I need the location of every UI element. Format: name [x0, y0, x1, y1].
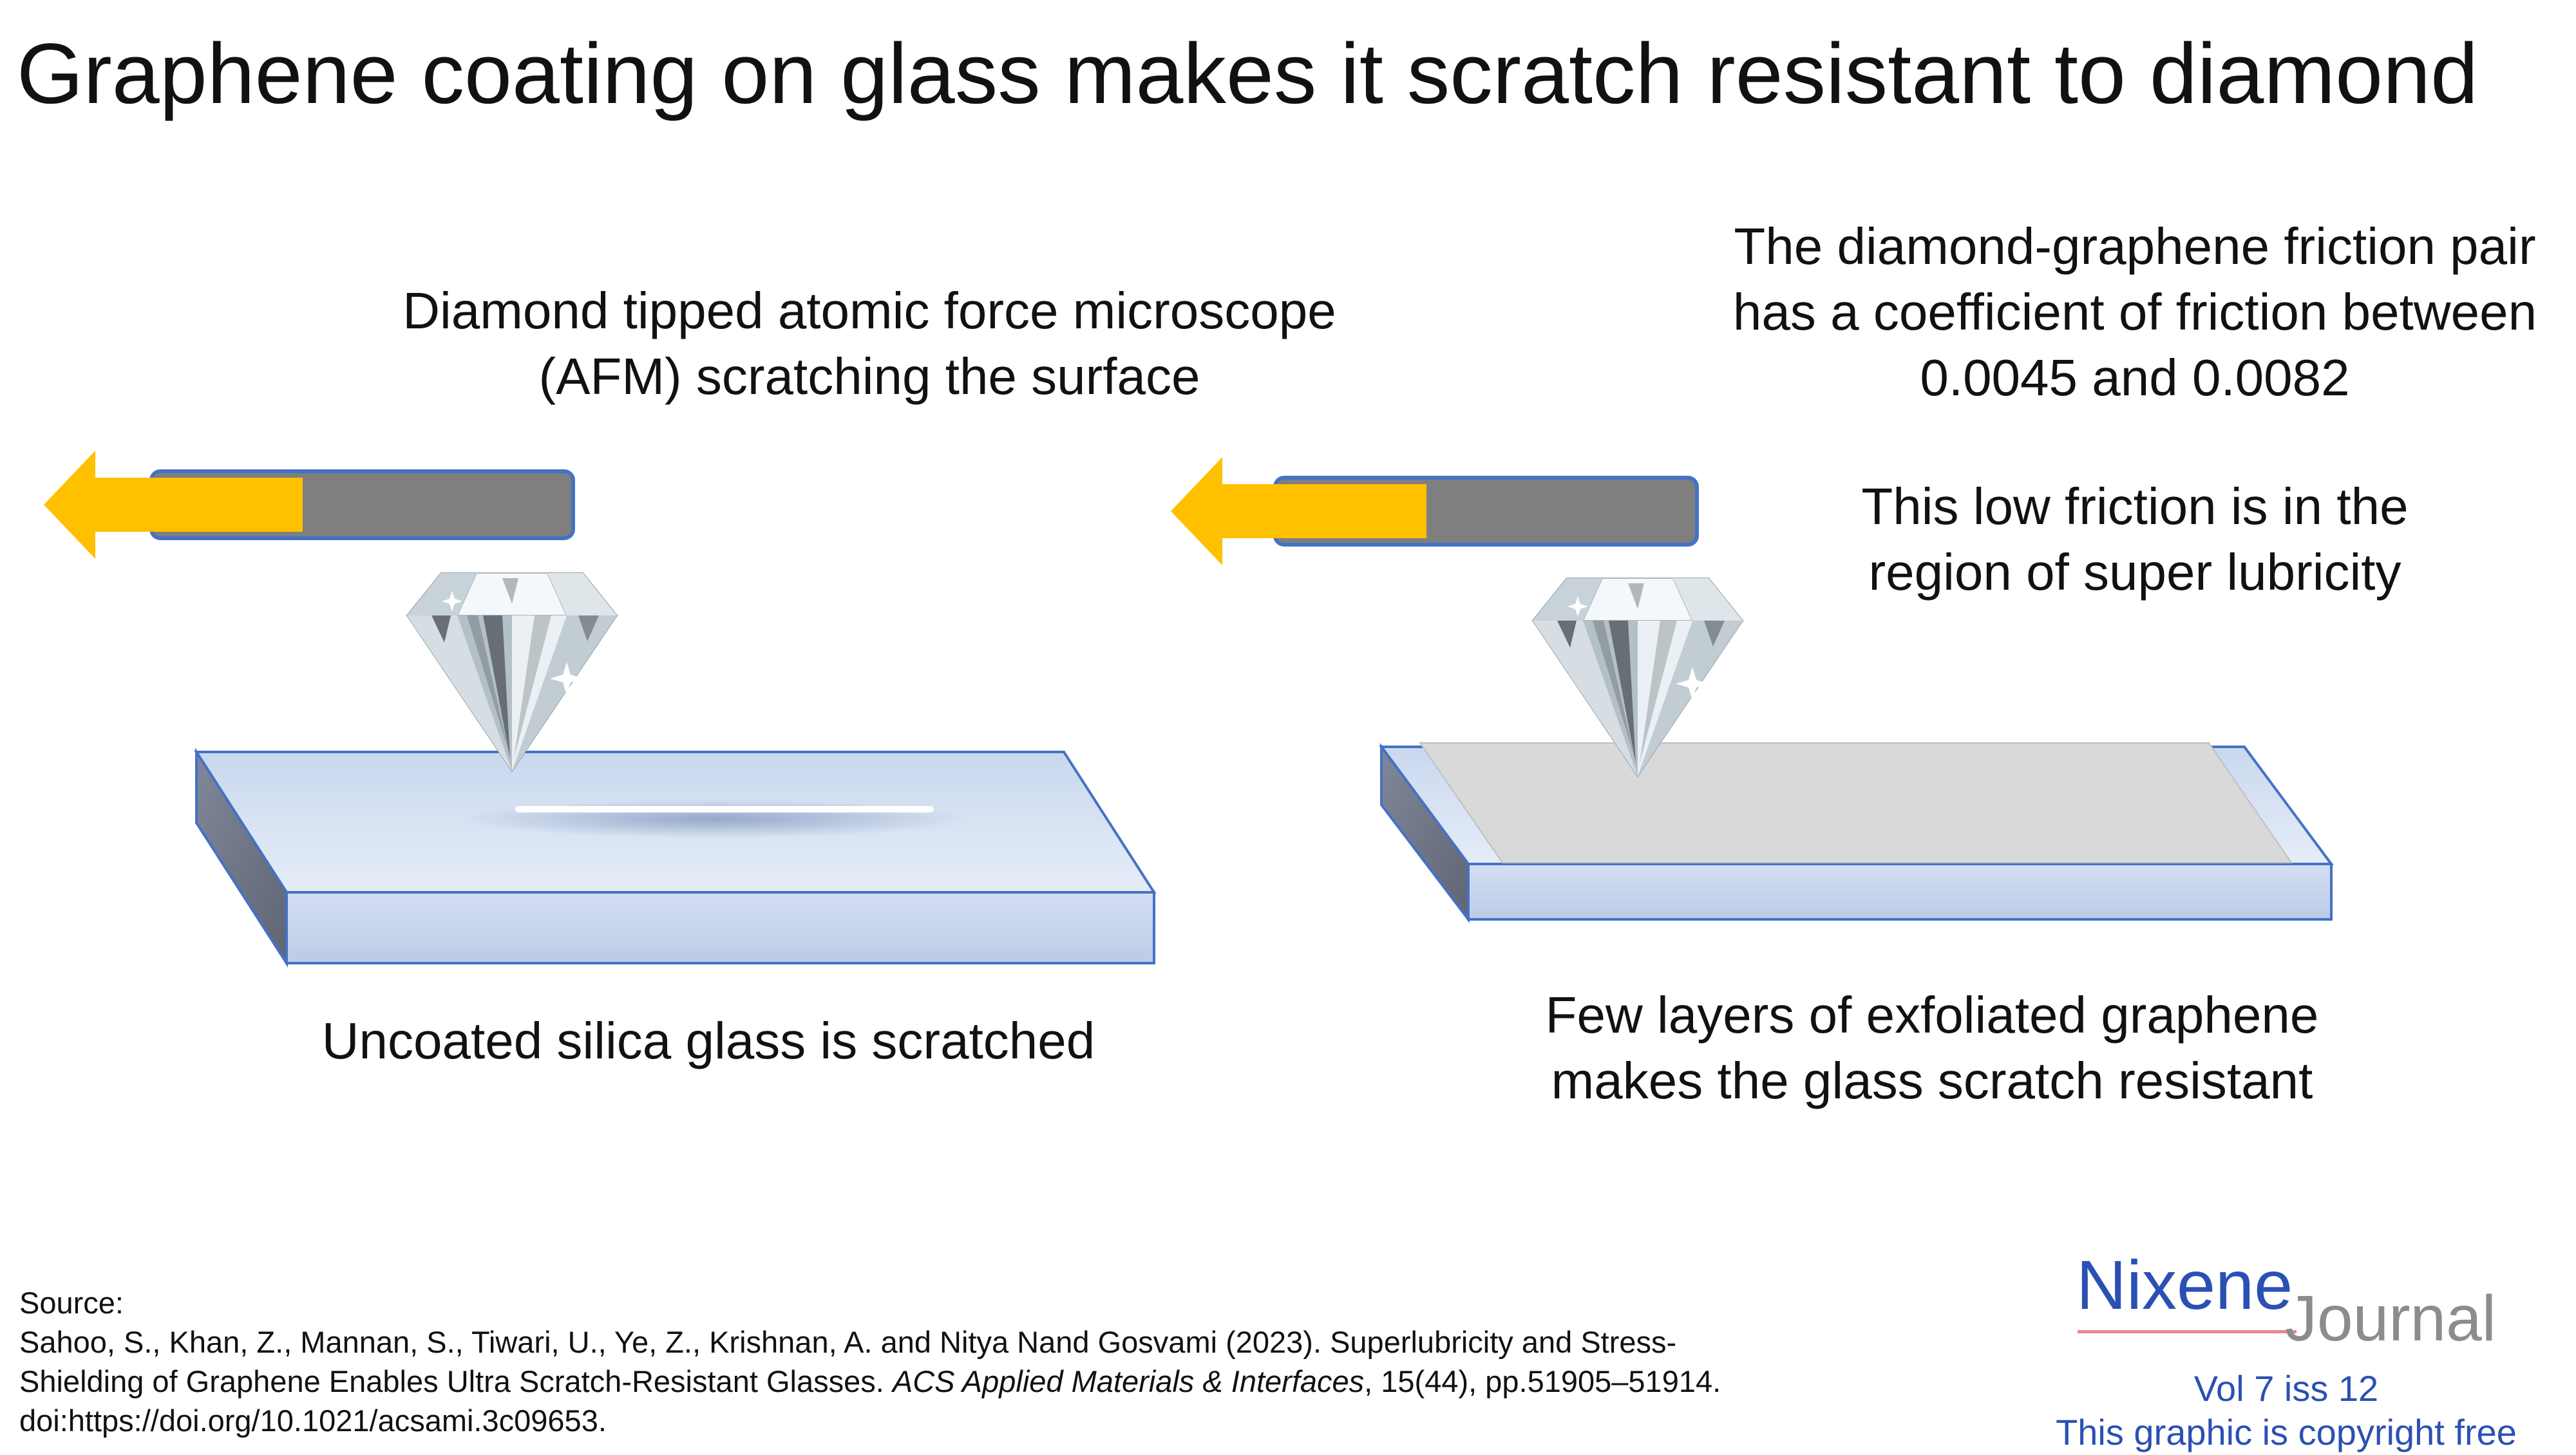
graphene-caption: Few layers of exfoliated graphene makes …	[1455, 982, 2409, 1114]
afm-label-line: (AFM) scratching the surface	[538, 348, 1200, 405]
lubricity-line: This low friction is in the	[1861, 478, 2409, 535]
citation-text: , 15(44), pp.51905–51914.	[1364, 1364, 1721, 1398]
afm-cantilever-right	[1171, 457, 1744, 778]
citation-line: Shielding of Graphene Enables Ultra Scra…	[19, 1362, 1951, 1401]
friction-description: The diamond-graphene friction pair has a…	[1694, 214, 2576, 605]
afm-description: Diamond tipped atomic force microscope (…	[361, 278, 1378, 409]
source-heading: Source:	[19, 1286, 124, 1320]
paragraph-spacer	[1694, 411, 2576, 474]
friction-line: has a coefficient of friction between	[1732, 283, 2537, 341]
logo-journal: Journal	[2285, 1282, 2496, 1355]
coated-glass-slab	[1379, 742, 2334, 923]
source-citation: Source: Sahoo, S., Khan, Z., Mannan, S.,…	[19, 1283, 1951, 1440]
journal-name: ACS Applied Materials & Interfaces	[892, 1364, 1365, 1398]
uncoated-glass-slab	[194, 747, 1157, 968]
scratch-mark	[515, 806, 934, 812]
diamond-icon	[406, 572, 618, 773]
scratch-shadow	[464, 800, 966, 838]
graphene-caption-line: Few layers of exfoliated graphene	[1545, 986, 2319, 1044]
lubricity-line: region of super lubricity	[1868, 543, 2401, 601]
afm-cantilever-left	[44, 451, 618, 773]
issue-number: Vol 7 iss 12	[2193, 1368, 2379, 1409]
left-arrow-icon	[44, 451, 303, 559]
page-title: Graphene coating on glass makes it scrat…	[17, 26, 2479, 122]
citation-line: Sahoo, S., Khan, Z., Mannan, S., Tiwari,…	[19, 1325, 1677, 1359]
glass-front-face	[1467, 863, 2333, 921]
copyright-notice: This graphic is copyright free	[2056, 1412, 2517, 1452]
graphene-caption-line: makes the glass scratch resistant	[1551, 1052, 2313, 1109]
friction-line: The diamond-graphene friction pair	[1734, 218, 2536, 275]
afm-label-line: Diamond tipped atomic force microscope	[402, 282, 1336, 339]
graphene-layer	[1419, 742, 2293, 863]
logo-underline	[2078, 1330, 2297, 1333]
doi-link[interactable]: doi:https://doi.org/10.1021/acsami.3c096…	[19, 1403, 607, 1438]
left-arrow-icon	[1171, 457, 1426, 565]
citation-text: Shielding of Graphene Enables Ultra Scra…	[19, 1364, 893, 1398]
friction-line: 0.0045 and 0.0082	[1920, 349, 2350, 406]
glass-front-face	[285, 891, 1155, 964]
logo-nixene: Nixene	[2076, 1246, 2293, 1324]
uncoated-caption: Uncoated silica glass is scratched	[321, 1012, 1095, 1069]
